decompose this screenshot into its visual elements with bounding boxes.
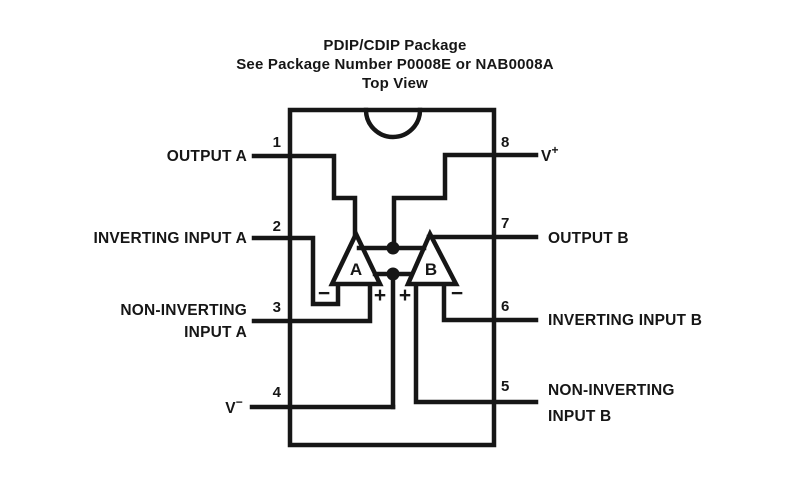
opamp-a-plus-sign: +	[374, 284, 386, 307]
figure-title: PDIP/CDIP Package	[323, 37, 466, 54]
opamp-a-label: A	[350, 260, 362, 279]
pin-5-wire	[413, 281, 539, 405]
pin1-index-notch-icon	[363, 107, 423, 140]
opamp-b-plus-sign: +	[399, 284, 411, 307]
figure-view-label: Top View	[362, 75, 428, 92]
pin-8-number: 8	[501, 134, 509, 151]
pin-6-label-inverting-input-b: INVERTING INPUT B	[548, 312, 702, 329]
opamp-b-label: B	[425, 260, 437, 279]
v-plus-base: V	[541, 148, 552, 165]
pin-2-label-inverting-input-a: INVERTING INPUT A	[93, 230, 247, 247]
pin-4-label-v-minus: V−	[225, 395, 243, 417]
package-body	[287, 107, 497, 448]
pin-5-number: 5	[501, 378, 509, 395]
lower-junction-dot	[386, 267, 400, 281]
pin-5-label-input-b: INPUT B	[548, 408, 611, 425]
pin-3-label-input-a: INPUT A	[184, 324, 247, 341]
pin-1-number: 1	[273, 134, 281, 151]
pin-6-number: 6	[501, 298, 509, 315]
v-plus-superscript: +	[552, 143, 559, 157]
pin-1-label-output-a: OUTPUT A	[167, 148, 247, 165]
figure-subtitle: See Package Number P0008E or NAB0008A	[236, 56, 554, 73]
pin-7-number: 7	[501, 215, 509, 232]
opamp-b-minus-sign: −	[451, 282, 463, 305]
opamp-a-minus-sign: −	[318, 282, 330, 305]
pin-5-label-non-inverting: NON-INVERTING	[548, 382, 675, 399]
v-minus-superscript: −	[236, 395, 243, 409]
pin-8-label-v-plus: V+	[541, 143, 559, 165]
pin-1-wire	[251, 153, 358, 243]
pin-3-number: 3	[273, 299, 281, 316]
opamp-b-triangle	[404, 228, 460, 287]
upper-junction-dot	[386, 241, 400, 255]
opamp-a-triangle	[328, 228, 384, 287]
pin-3-wire	[251, 281, 373, 324]
pin-4-number: 4	[273, 384, 282, 401]
pin-2-number: 2	[273, 218, 281, 235]
pin-3-label-non-inverting: NON-INVERTING	[120, 302, 247, 319]
v-minus-base: V	[225, 400, 236, 417]
pin-6-wire	[441, 281, 539, 323]
pin-7-label-output-b: OUTPUT B	[548, 230, 629, 247]
pin-2-wire	[251, 235, 341, 307]
pin-8-wire	[391, 152, 539, 249]
